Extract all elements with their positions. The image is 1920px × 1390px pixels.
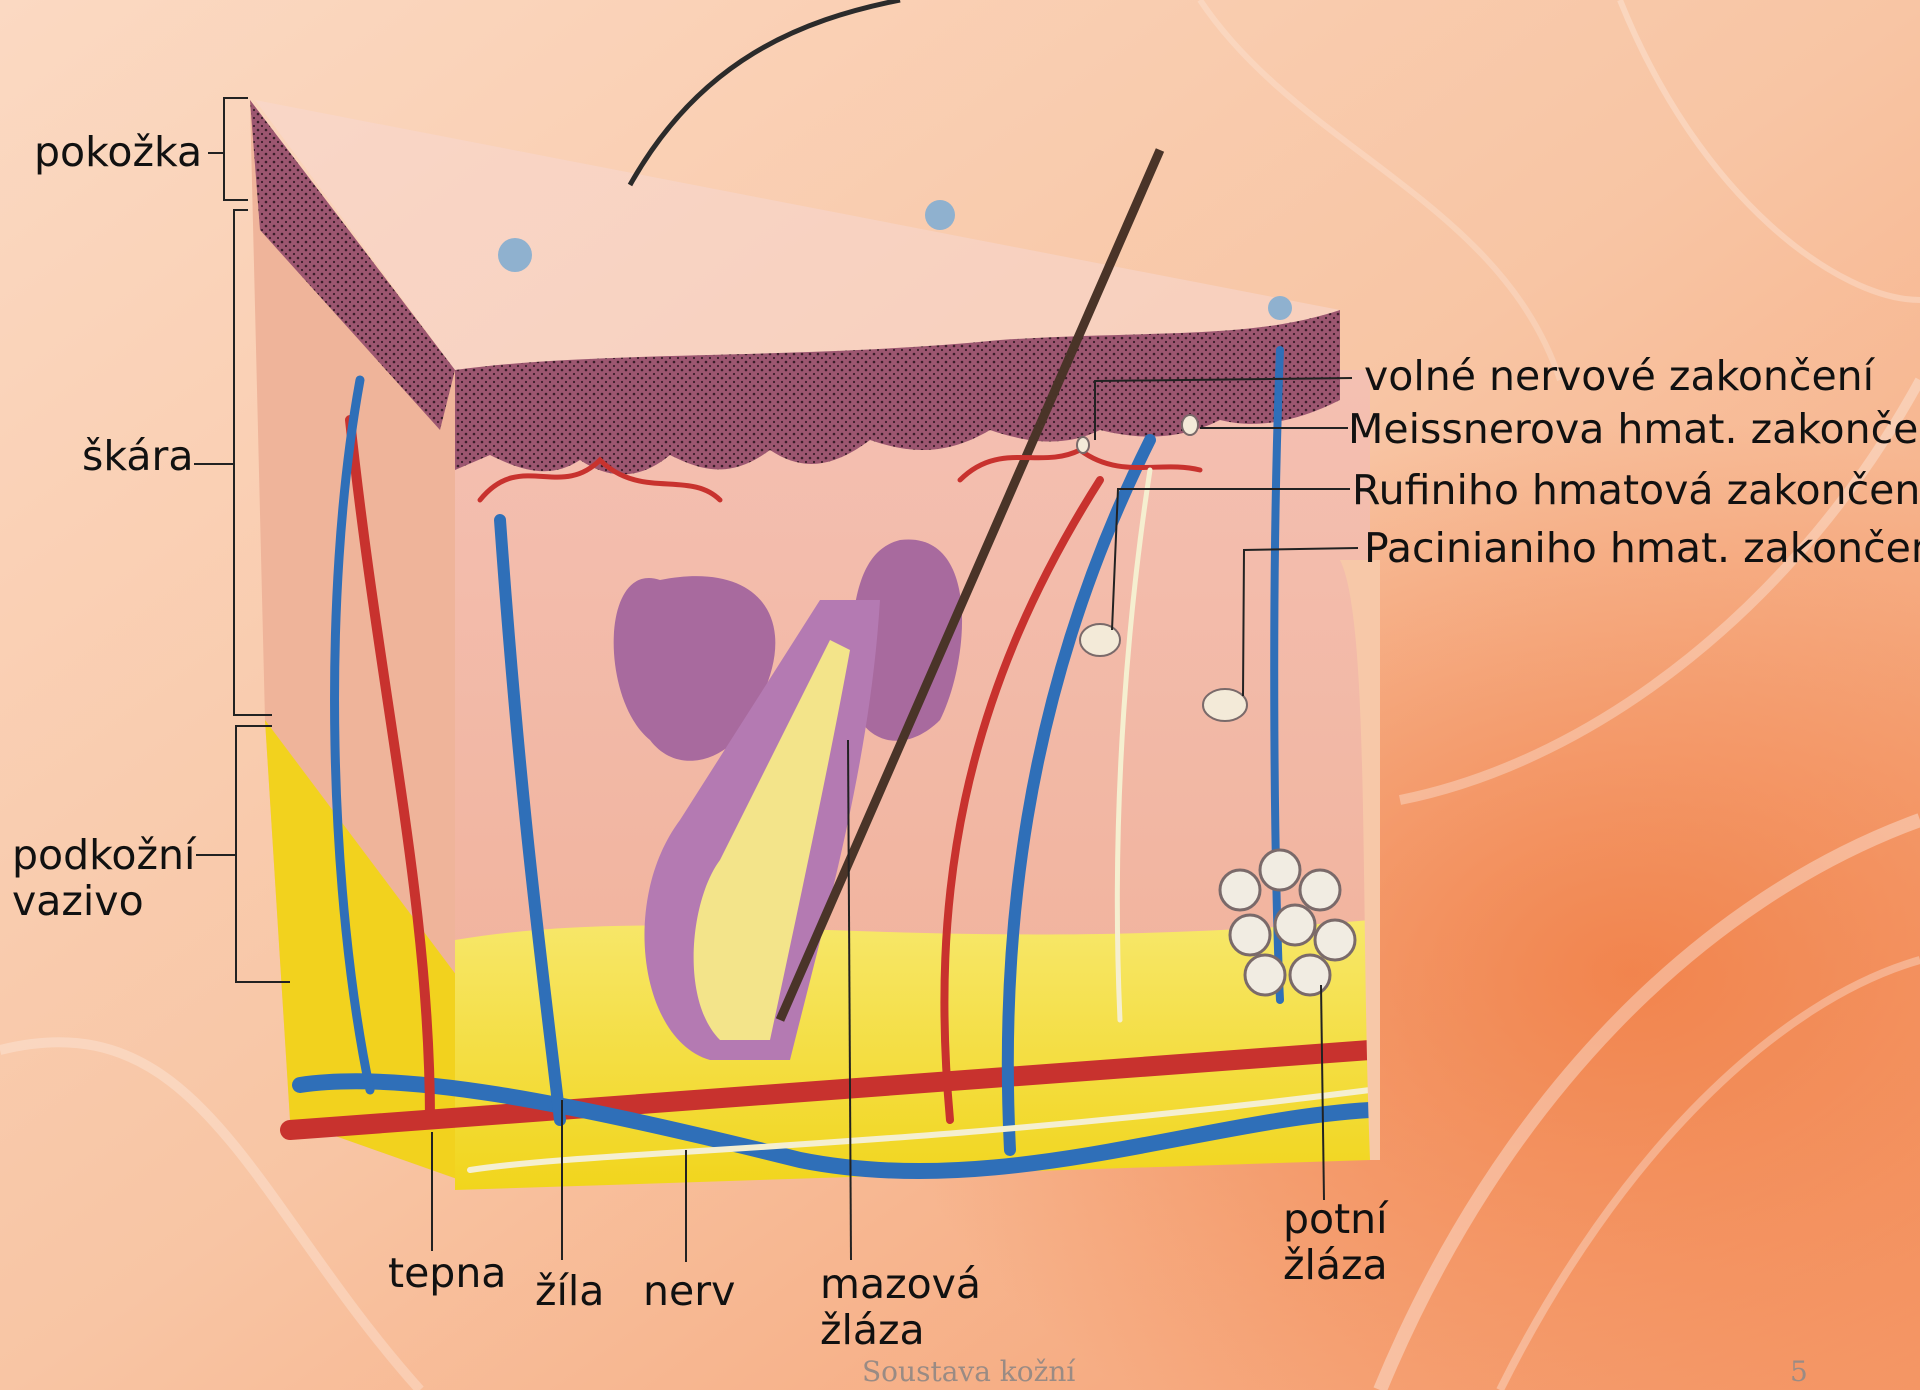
epidermis-bracket [224,98,248,200]
hypodermis-bracket [236,726,290,982]
free-nerve-ending-leader [1095,378,1352,440]
label-vein: žíla [535,1268,604,1314]
ruffini-leader [1112,489,1350,630]
label-free-nerve-ending: volné nervové zakončení [1364,353,1874,399]
label-sweat-gland: potní žláza [1283,1196,1388,1288]
label-meissner-corpuscle: Meissnerova hmat. zakončení [1348,406,1920,452]
label-dermis: škára [82,433,194,479]
label-nerve: nerv [643,1268,735,1314]
label-sebaceous-gland: mazová žláza [820,1261,981,1353]
dermis-bracket [234,210,272,715]
label-artery: tepna [388,1250,506,1296]
pacini-leader [1243,548,1358,696]
label-ruffini-ending: Rufiniho hmatová zakončení [1352,467,1920,513]
label-pacinian-corpuscle: Pacinianiho hmat. zakončení [1364,525,1920,571]
label-epidermis: pokožka [34,129,202,175]
footer-title: Soustava kožní [862,1355,1075,1388]
slide-number: 5 [1790,1355,1808,1388]
label-hypodermis: podkožní vazivo [12,832,195,924]
